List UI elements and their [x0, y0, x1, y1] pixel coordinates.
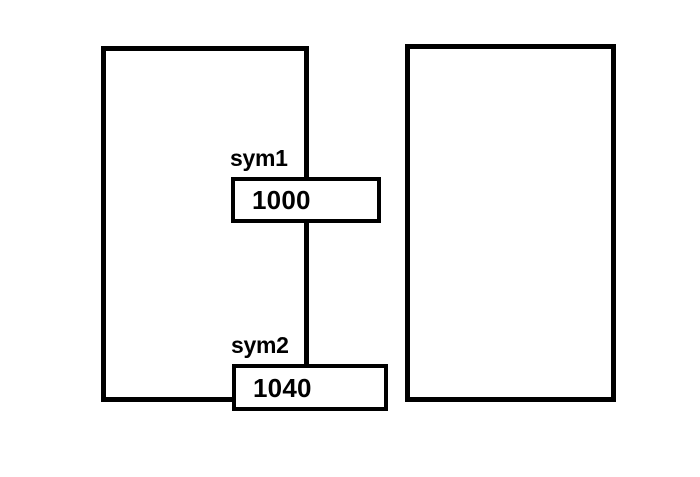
- field-label-sym2: sym2: [231, 332, 289, 358]
- left-panel: sym1 1000 sym2 1040: [101, 46, 388, 411]
- value-box-sym1[interactable]: 1000: [231, 177, 381, 223]
- value-box-sym2[interactable]: 1040: [232, 364, 388, 411]
- right-panel: a 1000/a a 1040/a: [405, 44, 616, 402]
- value-text-sym2: 1040: [253, 372, 312, 403]
- value-text-sym1: 1000: [252, 185, 311, 215]
- field-label-sym1: sym1: [230, 145, 288, 171]
